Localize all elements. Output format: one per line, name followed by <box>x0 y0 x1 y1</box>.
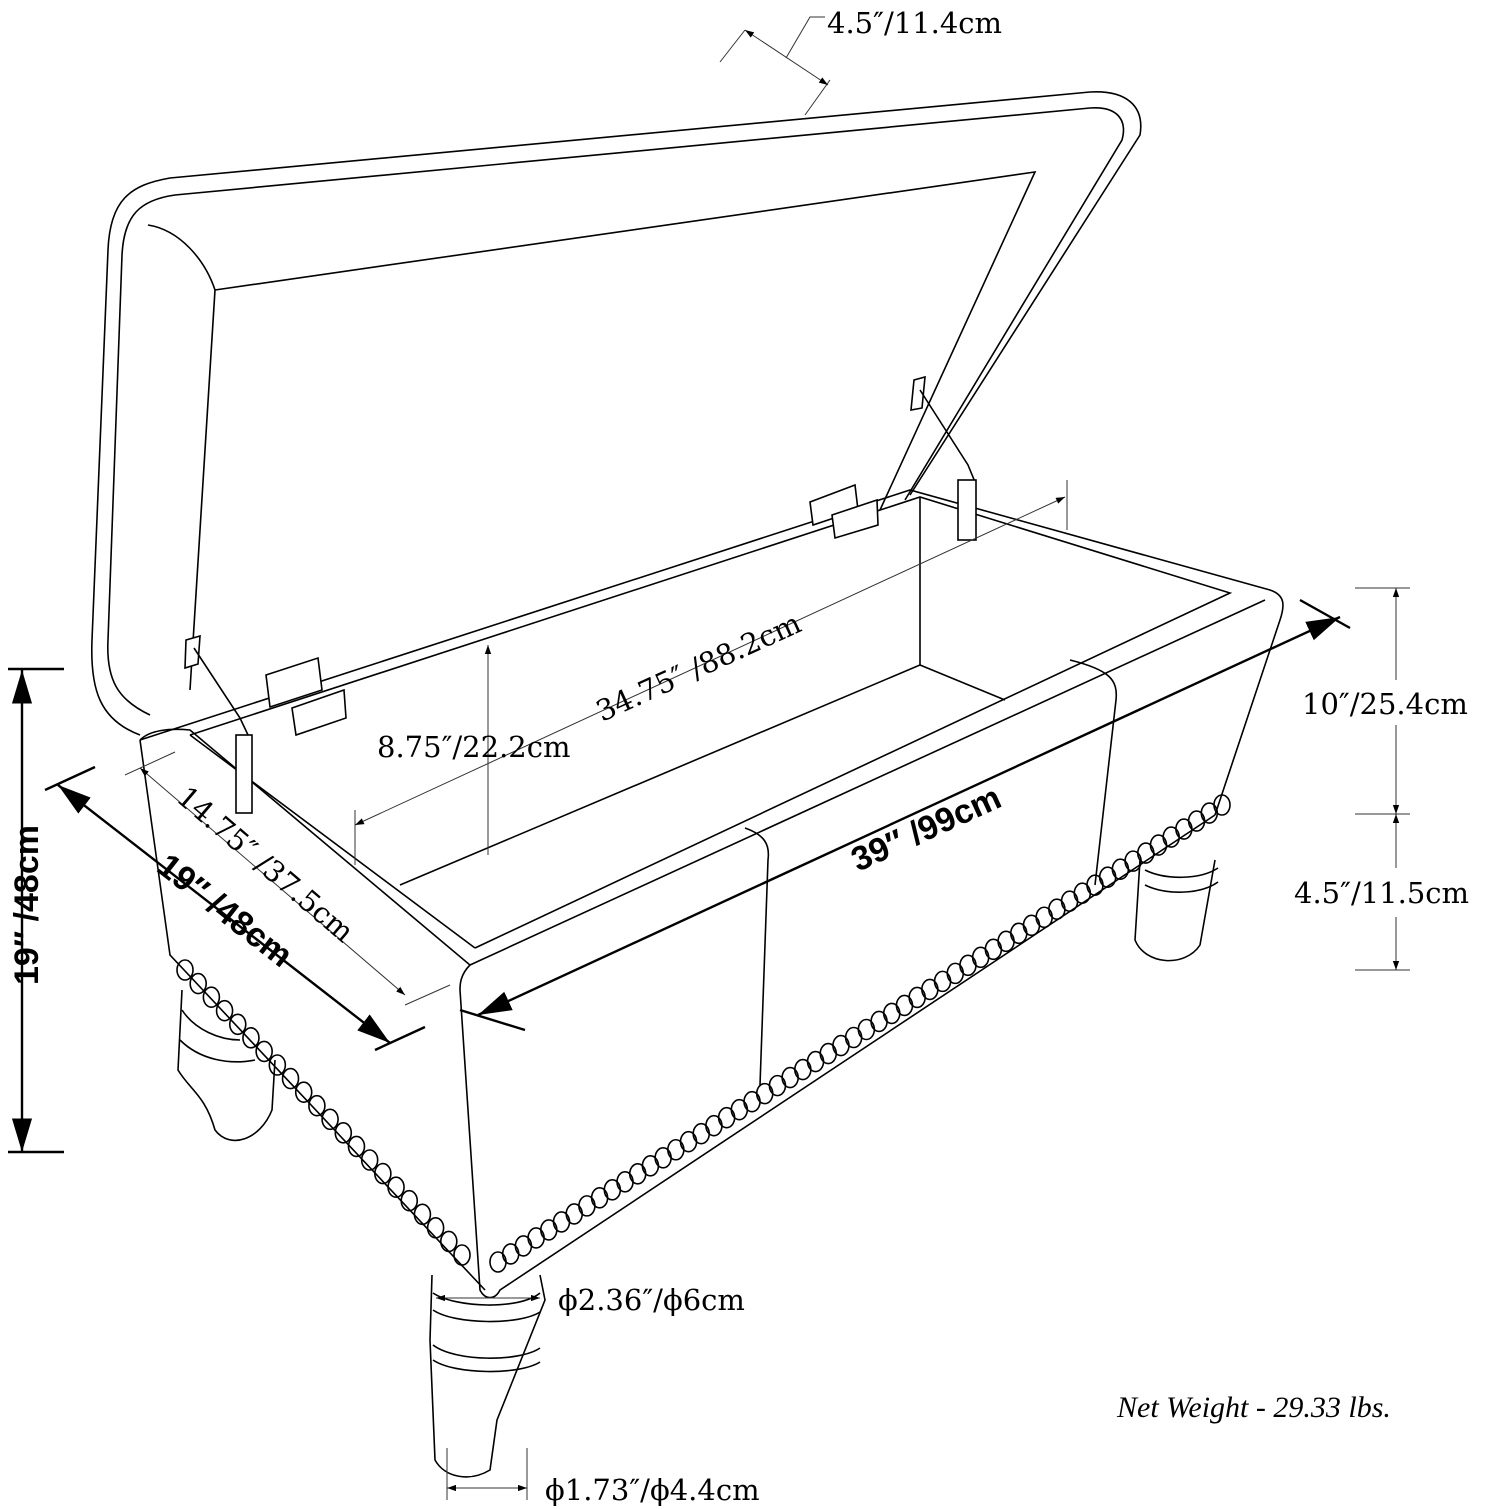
net-weight-label: Net Weight - 29.33 lbs. <box>1116 1391 1391 1424</box>
leg-front-right <box>429 1274 546 1478</box>
overall-width-label: 39″ /99cm <box>846 778 1007 879</box>
leg-back-right <box>1134 859 1219 962</box>
leg-front-left <box>177 989 276 1142</box>
lid <box>90 91 1142 736</box>
overall-height-label: 19″ /48cm <box>8 825 46 985</box>
leg-top-diameter-label: ϕ2.36″/ϕ6cm <box>558 1283 745 1317</box>
box-height-label: 10″/25.4cm <box>1302 687 1468 721</box>
nail-head-trim <box>176 794 1231 1273</box>
interior-length-label: 34.75″ /88.2cm <box>591 606 806 729</box>
dimension-lines <box>8 16 1410 1500</box>
leg-bottom-diameter-label: ϕ1.73″/ϕ4.4cm <box>545 1473 760 1507</box>
leg-height-label: 4.5″/11.5cm <box>1294 876 1469 910</box>
interior-depth-label: 8.75″/22.2cm <box>377 730 570 764</box>
lid-thickness-label: 4.5″/11.4cm <box>827 6 1002 40</box>
hinge-left <box>265 656 347 737</box>
